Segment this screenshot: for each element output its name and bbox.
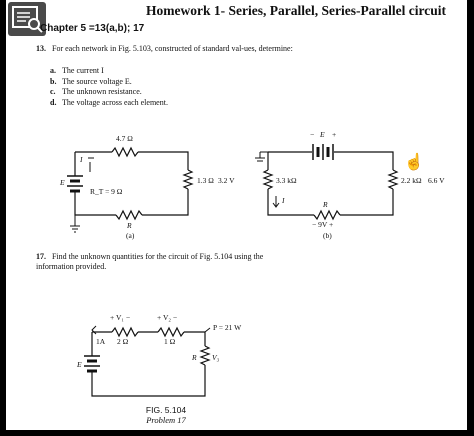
label-r-a: R <box>127 221 132 230</box>
label-r-b: R <box>323 200 328 209</box>
label-1-3-ohm: 1.3 Ω <box>197 176 214 185</box>
problem-13-text: For each network in Fig. 5.103, construc… <box>52 44 293 53</box>
label-3-3-kohm: 3.3 kΩ <box>276 176 297 185</box>
item-letter: b. <box>50 76 57 86</box>
problem-17-text: Find the unknown quantities for the circ… <box>36 252 264 271</box>
label-v3: V₃ <box>212 353 220 362</box>
label-current-i-a: I <box>80 155 83 164</box>
resistor-3-3-kohm <box>262 169 274 190</box>
problem-13-number: 13. <box>36 44 46 53</box>
label-4-7-ohm: 4.7 Ω <box>116 134 133 143</box>
label-3-2-v: 3.2 V <box>218 176 235 185</box>
label-e-b: E <box>320 130 325 139</box>
label-power: P = 21 W <box>213 323 242 332</box>
resistor-r-a <box>115 209 143 221</box>
resistor-2-2-kohm <box>387 169 399 190</box>
label-9v: − 9V + <box>312 220 334 229</box>
list-item: a. The current I <box>50 66 168 77</box>
left-frame-bar <box>0 0 6 436</box>
right-frame-bar <box>467 0 474 436</box>
circuit-c <box>84 325 211 397</box>
item-text: The source voltage E. <box>62 76 132 86</box>
label-minus-b: − <box>310 130 315 139</box>
item-letter: a. <box>50 66 56 75</box>
label-figure-b: (b) <box>323 231 332 240</box>
problem-13-items: a.The current I b.The source voltage E. … <box>50 66 168 108</box>
resistor-2-ohm <box>111 326 139 338</box>
circuit-a <box>67 146 194 233</box>
problem-17-statement: 17.Find the unknown quantities for the c… <box>36 252 276 272</box>
label-v1: + V₁ − <box>110 313 131 322</box>
label-source-e-a: E <box>60 178 65 187</box>
screenshot-tool-icon <box>12 6 43 33</box>
circuit-b <box>255 144 399 221</box>
label-source-e-c: E <box>77 360 82 369</box>
figure-subcaption: Problem 17 <box>146 415 186 425</box>
resistor-r-c <box>199 345 211 366</box>
label-rt: R_T = 9 Ω <box>90 187 123 196</box>
item-text: The current I <box>62 66 104 75</box>
battery-e-a <box>67 175 83 193</box>
list-item: c. The unknown resistance. <box>50 87 168 98</box>
battery-e-c <box>84 355 100 373</box>
label-plus-b: + <box>332 130 337 139</box>
item-letter: c. <box>50 87 56 96</box>
item-text: The voltage across each element. <box>62 97 168 107</box>
problem-13-statement: 13. For each network in Fig. 5.103, const… <box>36 44 306 54</box>
resistor-1-ohm <box>157 326 185 338</box>
bottom-frame-bar <box>0 430 474 436</box>
list-item: d. The voltage across each element. <box>50 98 168 109</box>
label-2-ohm: 2 Ω <box>117 337 129 346</box>
battery-e-b <box>312 144 334 160</box>
label-figure-a: (a) <box>126 231 135 240</box>
hand-pointer-icon: ☝ <box>404 154 424 171</box>
chapter-assignment: Chapter 5 =13(a,b); 17 <box>40 23 145 34</box>
label-1-ohm: 1 Ω <box>164 337 176 346</box>
resistor-r-b <box>313 209 341 221</box>
problem-17-number: 17. <box>36 252 46 261</box>
label-1a: 1A <box>96 337 106 346</box>
item-text: The unknown resistance. <box>62 87 142 96</box>
label-2-2-kohm: 2.2 kΩ <box>401 176 422 185</box>
resistor-1-3-ohm <box>182 169 194 190</box>
label-6-6-v: 6.6 V <box>428 176 445 185</box>
label-r-c: R <box>192 353 197 362</box>
item-letter: d. <box>50 97 57 107</box>
homework-title: Homework 1- Series, Parallel, Series-Par… <box>146 3 447 18</box>
screenshot-tool-button[interactable] <box>8 2 46 36</box>
label-v2: + V₂ − <box>157 313 178 322</box>
figure-caption: FIG. 5.104 Problem 17 <box>136 405 196 425</box>
figure-number: FIG. 5.104 <box>145 405 187 415</box>
list-item: b. The source voltage E. <box>50 77 168 88</box>
label-current-i-b: I <box>282 196 285 205</box>
resistor-4-7-ohm <box>111 146 139 158</box>
